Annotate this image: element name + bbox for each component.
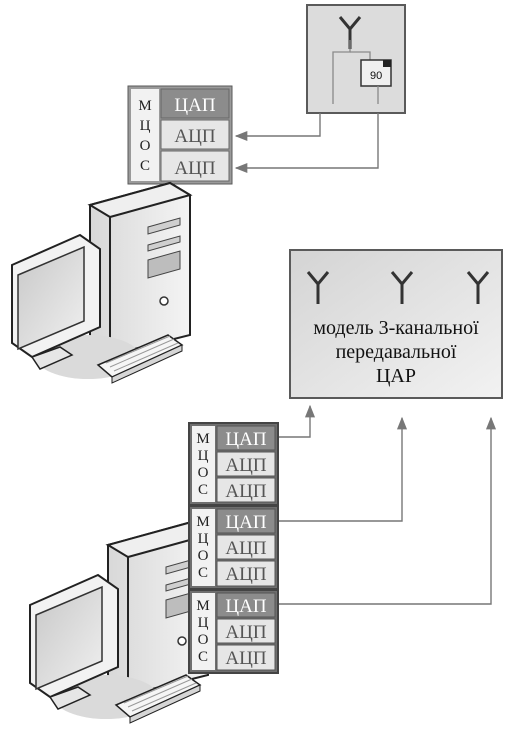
mcos-letter: М bbox=[196, 431, 209, 447]
adc-label: АЦП bbox=[225, 481, 266, 502]
phase-label: 90 bbox=[370, 70, 382, 82]
mcos-letter: М bbox=[196, 514, 209, 530]
bottom-computer bbox=[29, 522, 209, 724]
adc-label: АЦП bbox=[225, 564, 266, 585]
adc-label: АЦП bbox=[225, 648, 266, 669]
bottom-mcos-unit-1: М Ц О С ЦАП АЦП АЦП bbox=[188, 422, 279, 506]
adc-label: АЦП bbox=[225, 455, 266, 476]
adc-channel bbox=[216, 451, 276, 477]
mcos-letter: С bbox=[198, 482, 208, 498]
mcos-letter: Ц bbox=[198, 531, 209, 547]
model-title-line: модель 3-канальної bbox=[313, 317, 479, 339]
mcos-letter: Ц bbox=[198, 448, 209, 464]
adc-label: АЦП bbox=[225, 622, 266, 643]
adc-label: АЦП bbox=[174, 126, 215, 147]
adc-channel bbox=[216, 534, 276, 560]
adc-label: АЦП bbox=[225, 538, 266, 559]
mcos-letter: Ц bbox=[140, 118, 151, 134]
adc-label: АЦП bbox=[174, 158, 215, 179]
mcos-letter: О bbox=[198, 548, 209, 564]
model-box: модель 3-канальної передавальної ЦАР bbox=[289, 249, 503, 399]
adc-channel bbox=[216, 560, 276, 587]
adc-channel bbox=[160, 119, 230, 150]
mcos-letter: С bbox=[198, 649, 208, 665]
dac-channel bbox=[216, 508, 276, 534]
adc-channel bbox=[216, 618, 276, 644]
dac-label: ЦАП bbox=[225, 596, 266, 617]
model-title-line: передавальної bbox=[336, 341, 457, 363]
model-title-line: ЦАР bbox=[376, 365, 416, 387]
mcos-letter: М bbox=[196, 598, 209, 614]
bottom-mcos-unit-3: М Ц О С ЦАП АЦП АЦП bbox=[188, 589, 279, 674]
adc-channel bbox=[160, 150, 230, 182]
bottom-mcos-unit-2: М Ц О С ЦАП АЦП АЦП bbox=[188, 505, 279, 590]
mcos-letter: Ц bbox=[198, 615, 209, 631]
mcos-letter: О bbox=[198, 632, 209, 648]
mcos-letter: М bbox=[138, 98, 151, 114]
adc-channel bbox=[216, 477, 276, 503]
top-computer bbox=[11, 182, 191, 384]
dac-label: ЦАП bbox=[225, 429, 266, 450]
mcos-letter: О bbox=[198, 465, 209, 481]
mcos-letter: С bbox=[140, 158, 150, 174]
mcos-letter: С bbox=[198, 565, 208, 581]
dac-label: ЦАП bbox=[174, 95, 215, 116]
dac-channel bbox=[160, 88, 230, 119]
mcos-letter: О bbox=[140, 138, 151, 154]
dac-channel bbox=[216, 425, 276, 451]
top-antenna-module: 90 bbox=[306, 4, 406, 114]
adc-channel bbox=[216, 644, 276, 671]
dac-channel bbox=[216, 592, 276, 618]
top-mcos-unit: М Ц О С ЦАП АЦП АЦП bbox=[127, 85, 233, 185]
dac-label: ЦАП bbox=[225, 512, 266, 533]
